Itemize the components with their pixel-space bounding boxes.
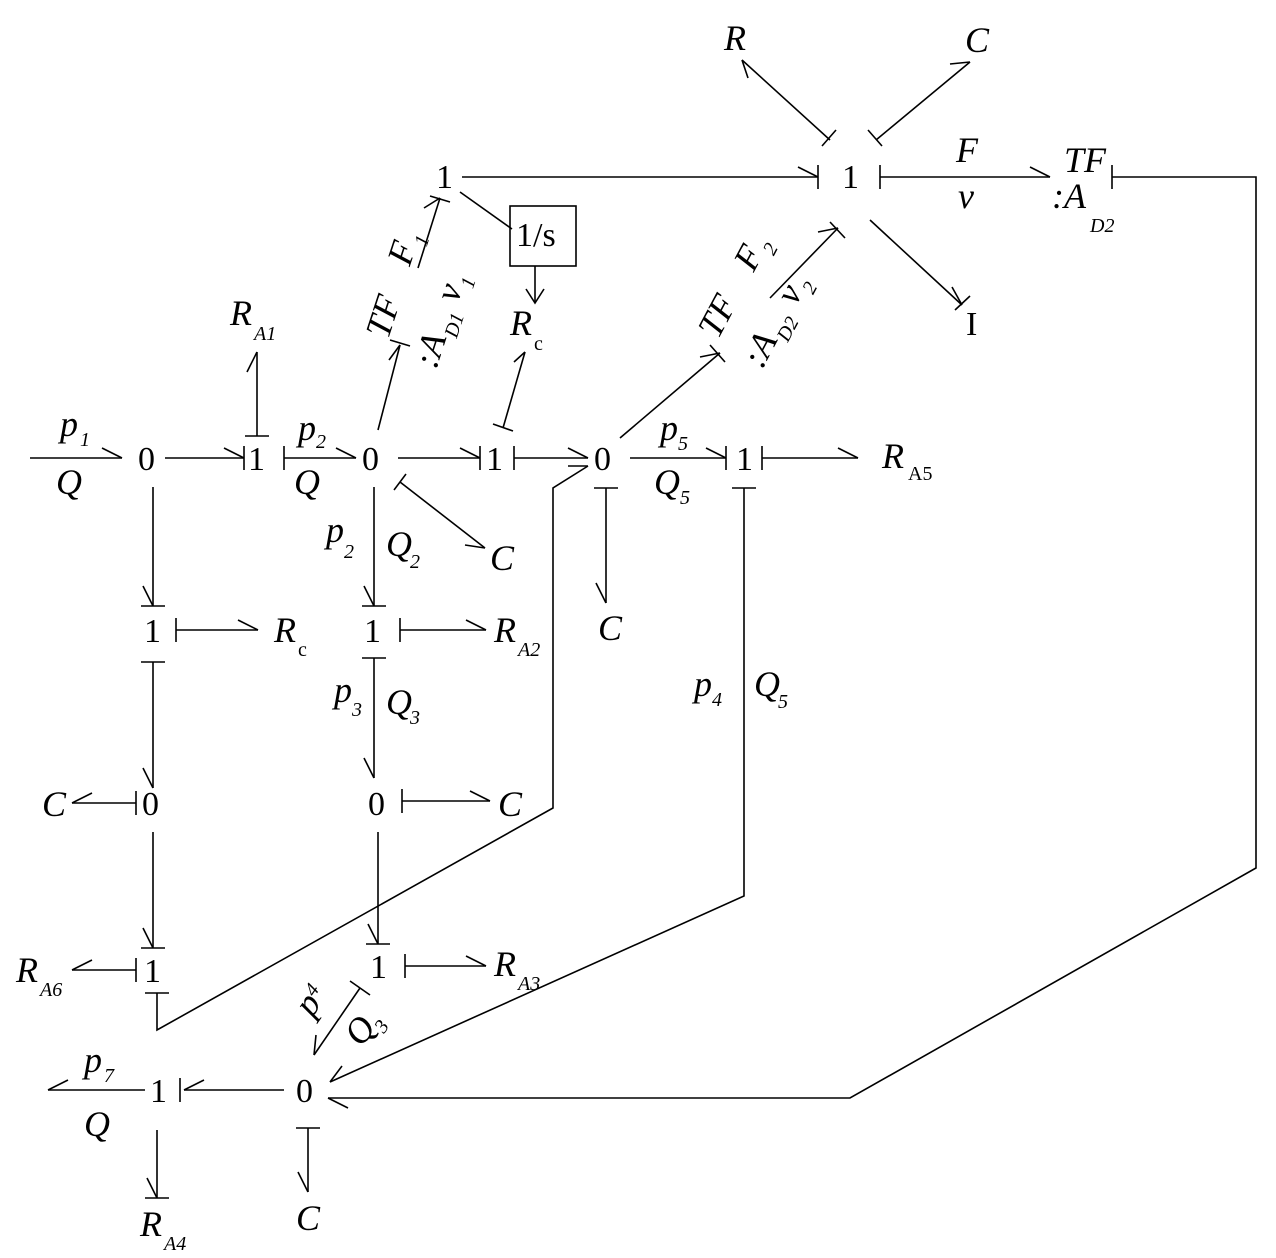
label-p1: p bbox=[57, 404, 78, 444]
junction-1-a3: 1 bbox=[370, 949, 387, 986]
element-r-a2-sub: A2 bbox=[516, 639, 540, 661]
label-p5: p bbox=[657, 408, 678, 448]
element-tf-d2: TF bbox=[690, 287, 746, 344]
tf-d2-modulus-group: :A D2 v 2 bbox=[734, 277, 822, 373]
junction-0-bottom: 0 bbox=[296, 1073, 313, 1110]
element-c-left: C bbox=[42, 784, 67, 824]
element-tf-output: TF bbox=[1064, 140, 1107, 180]
junctions: 0 1 0 1 1 0 1 1 1 1 0 0 1 1 0 1 bbox=[138, 159, 859, 1110]
junction-1-outlet: 1 bbox=[150, 1073, 167, 1110]
label-p2-vertical-sub: 2 bbox=[344, 541, 354, 563]
element-r-a3-sub: A3 bbox=[516, 973, 540, 995]
tf-output-modulus: :A bbox=[1052, 176, 1087, 216]
element-r-a6-sub: A6 bbox=[38, 979, 62, 1001]
element-r-a1-sub: A1 bbox=[252, 323, 276, 345]
junction-0-right: 0 bbox=[594, 441, 611, 478]
junction-1-a6: 1 bbox=[144, 953, 161, 990]
element-tf-d1: TF bbox=[358, 289, 409, 342]
element-r-a4: R bbox=[139, 1204, 162, 1244]
junction-1-upper: 1 bbox=[436, 159, 453, 196]
label-q5: Q bbox=[654, 462, 680, 502]
junction-0-inlet: 0 bbox=[138, 441, 155, 478]
element-r-c-upper-sub: c bbox=[534, 333, 543, 355]
label-q2: Q bbox=[386, 524, 412, 564]
tf-output-modulus-sub: D2 bbox=[1089, 215, 1114, 237]
junction-1-mechanical: 1 bbox=[842, 159, 859, 196]
element-r-a4-sub: A4 bbox=[162, 1233, 186, 1255]
label-q3-diagonal: Q bbox=[336, 1008, 384, 1052]
label-q3-sub: 3 bbox=[409, 707, 420, 729]
element-r-a3: R bbox=[493, 944, 516, 984]
junction-0-p2: 0 bbox=[362, 441, 379, 478]
label-q-in: Q bbox=[56, 462, 82, 502]
label-p2-vertical: p bbox=[323, 510, 344, 550]
junction-1-a2: 1 bbox=[364, 613, 381, 650]
label-p4-vertical: p bbox=[691, 664, 712, 704]
label-p1-sub: 1 bbox=[80, 429, 90, 451]
label-p2: p bbox=[295, 408, 316, 448]
label-q3: Q bbox=[386, 682, 412, 722]
label-p7-sub: 7 bbox=[104, 1065, 115, 1087]
element-r-c-left-sub: c bbox=[298, 639, 307, 661]
label-q5-vertical-sub: 5 bbox=[778, 691, 788, 713]
junction-0-mid-c: 0 bbox=[368, 786, 385, 823]
element-r-a6: R bbox=[15, 950, 38, 990]
label-q-out: Q bbox=[84, 1104, 110, 1144]
element-tf-d1-group: TF F 1 bbox=[358, 233, 435, 343]
integrator-block-label: 1/s bbox=[516, 217, 556, 254]
tf-d1-modulus-sub: D1 bbox=[440, 310, 469, 341]
label-p5-sub: 5 bbox=[678, 433, 688, 455]
element-i-mechanical: I bbox=[966, 306, 977, 343]
element-c-mid: C bbox=[498, 784, 523, 824]
elements: R C I TF :A D2 R A1 R c TF F 1 :A D1 v 1… bbox=[15, 18, 1114, 1255]
label-p4-diag-group: p 4 bbox=[284, 980, 329, 1025]
element-r-a5: R bbox=[881, 436, 904, 476]
element-c-p2: C bbox=[490, 538, 515, 578]
label-q-p2: Q bbox=[294, 462, 320, 502]
label-q5-vertical: Q bbox=[754, 664, 780, 704]
label-force: F bbox=[955, 130, 979, 170]
label-velocity: v bbox=[958, 176, 974, 216]
label-p4-vertical-sub: 4 bbox=[712, 689, 722, 711]
junction-1-middle: 1 bbox=[486, 441, 503, 478]
element-r-c-left: R bbox=[273, 610, 296, 650]
tf-d1-modulus-group: :A D1 v 1 bbox=[406, 275, 481, 373]
junction-1-a5: 1 bbox=[736, 441, 753, 478]
element-r-a1: R bbox=[229, 293, 252, 333]
element-r-a2: R bbox=[493, 610, 516, 650]
bonds bbox=[30, 59, 1257, 1199]
label-p7: p bbox=[81, 1040, 102, 1080]
element-c-mechanical: C bbox=[965, 20, 990, 60]
label-q5-sub: 5 bbox=[680, 487, 690, 509]
element-c-bottom: C bbox=[296, 1198, 321, 1238]
label-p3-sub: 3 bbox=[351, 699, 362, 721]
element-r-c-upper: R bbox=[509, 303, 532, 343]
junction-1-a1: 1 bbox=[248, 441, 265, 478]
label-p3: p bbox=[331, 670, 352, 710]
element-r-mechanical: R bbox=[723, 18, 746, 58]
label-q2-sub: 2 bbox=[410, 551, 420, 573]
junction-1-rc: 1 bbox=[144, 613, 161, 650]
element-r-a5-sub: A5 bbox=[908, 463, 932, 485]
junction-0-left-c: 0 bbox=[142, 786, 159, 823]
element-c-right: C bbox=[598, 608, 623, 648]
label-p2-sub: 2 bbox=[316, 431, 326, 453]
